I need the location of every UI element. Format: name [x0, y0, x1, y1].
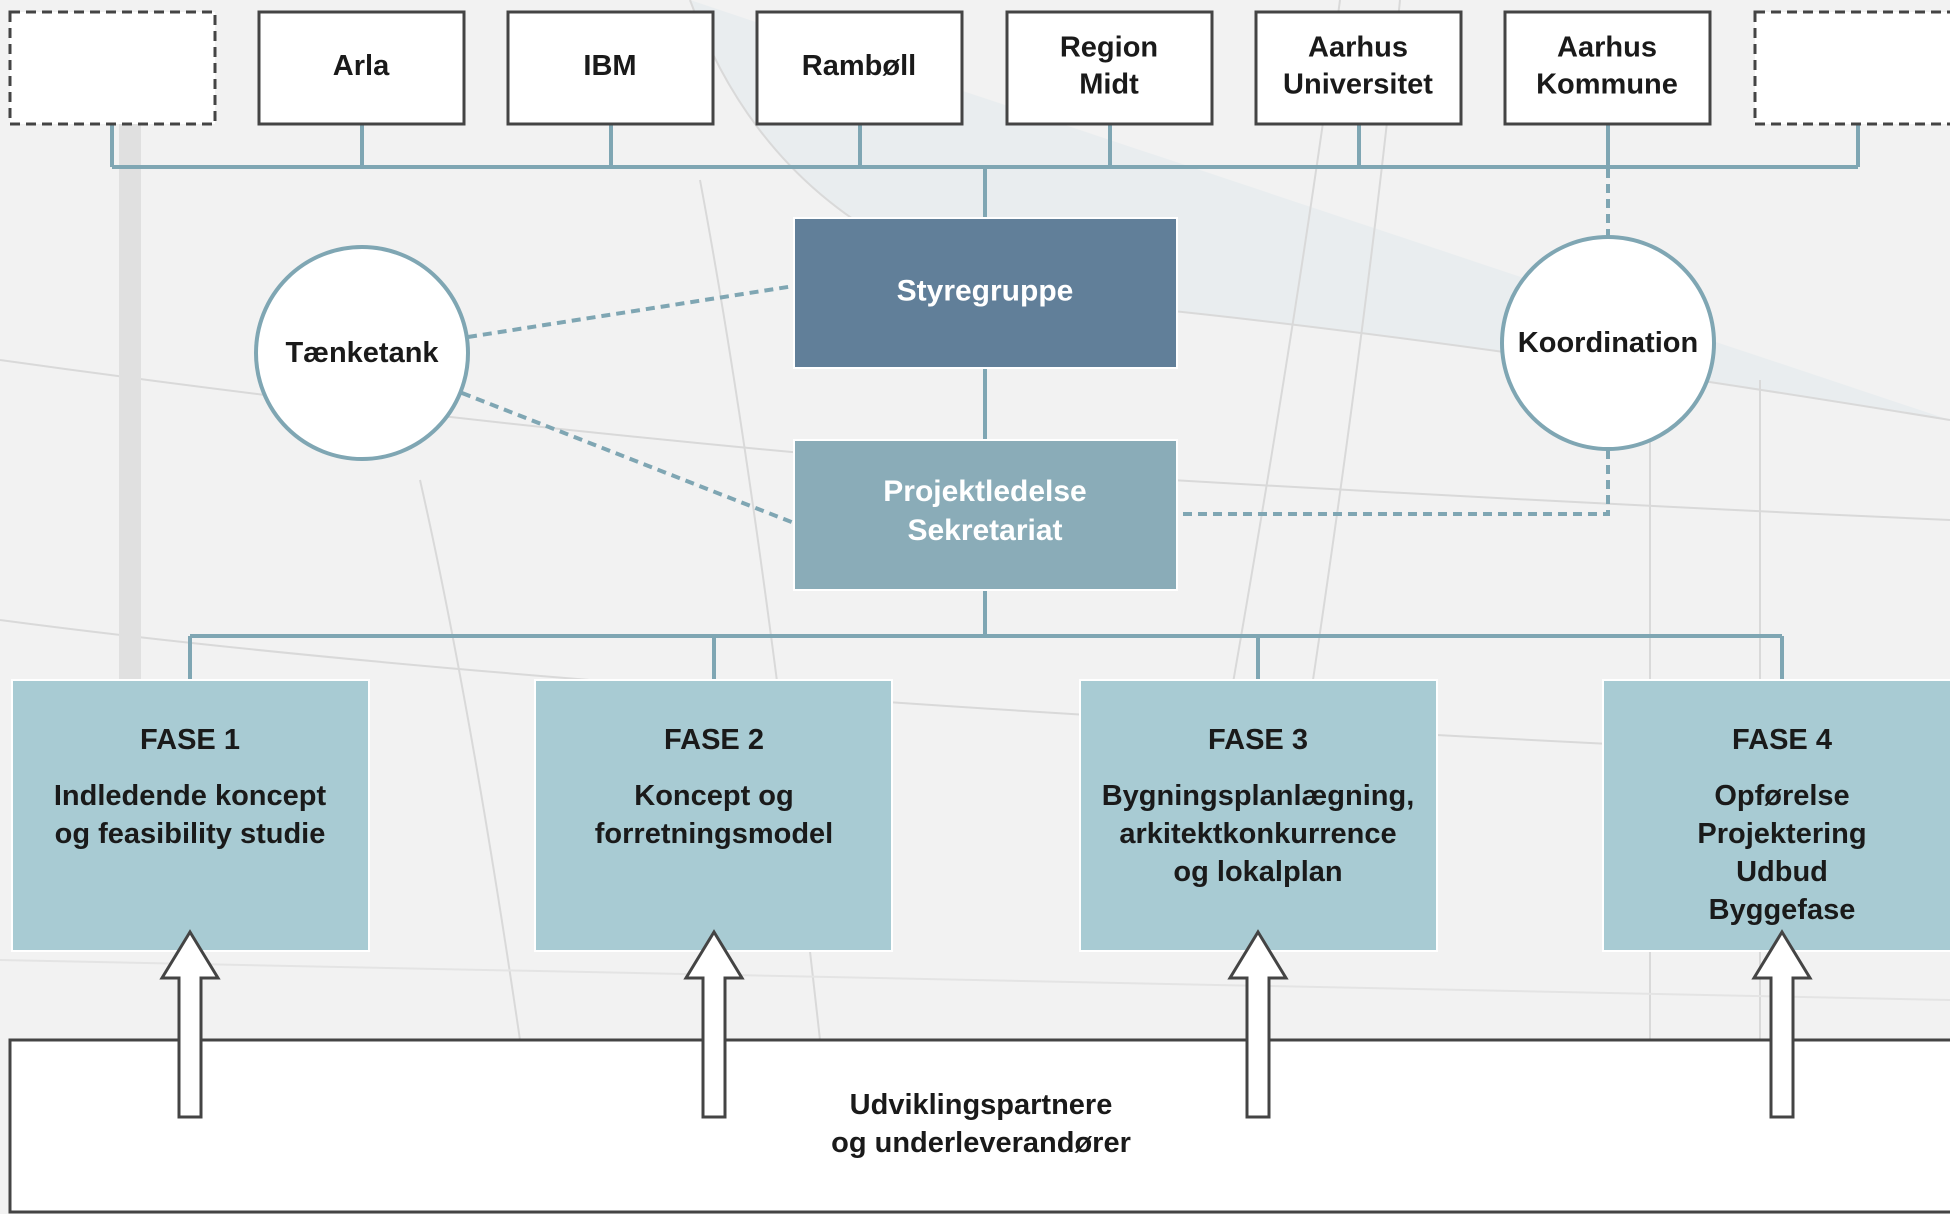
phase-box-frame	[11, 679, 370, 952]
partner-label: Arla	[333, 50, 390, 82]
steering-group-label: Styregruppe	[897, 275, 1074, 308]
phase-title: FASE 3	[1208, 724, 1308, 756]
coordination-circle: Koordination	[1500, 235, 1716, 451]
steering-group-box: Styregruppe	[793, 217, 1178, 369]
project-management-frame	[793, 439, 1178, 591]
think-tank-circle: Tænketank	[254, 245, 470, 461]
think-tank-circle-shape	[254, 245, 470, 461]
partner-label: Region	[1060, 32, 1158, 64]
partner-label: Rambøll	[802, 50, 916, 82]
phase-description-line: Projektering	[1697, 818, 1866, 850]
phase-description-line: Indledende koncept	[54, 780, 327, 812]
development-partners-box: Udviklingspartnere og underleverandører	[8, 1038, 1950, 1214]
coordination-management-link	[1179, 450, 1610, 516]
phase-2-box: FASE 2 Koncept og forretningsmodel	[534, 679, 893, 952]
up-arrow	[1751, 929, 1813, 1119]
phase-description-line: Opførelse	[1714, 780, 1849, 812]
coordination-label: Koordination	[1518, 327, 1698, 359]
phase-description-line: og feasibility studie	[55, 818, 326, 850]
partner-box-frame	[1005, 10, 1214, 126]
partner-box	[8, 10, 217, 126]
connector-lines	[110, 124, 1860, 680]
partner-label: Aarhus	[1308, 32, 1408, 64]
phase-box-frame	[534, 679, 893, 952]
partner-box-frame	[1254, 10, 1463, 126]
phase-description-line: Koncept og	[634, 780, 794, 812]
think-tank-steering-link	[467, 284, 795, 339]
steering-group-frame	[793, 217, 1178, 369]
phase-description-line: arkitektkonkurrence	[1119, 818, 1396, 850]
phase-4-box: FASE 4 OpførelseProjekteringUdbudByggefas…	[1602, 679, 1950, 952]
phase-1-box: FASE 1 Indledende koncept og feasibility s…	[11, 679, 370, 952]
development-partners-label: Udviklingspartnere	[850, 1089, 1113, 1121]
partner-box-frame	[1503, 10, 1712, 126]
up-arrow	[1227, 929, 1289, 1119]
phase-box-frame	[1602, 679, 1950, 952]
partner-box	[1753, 10, 1950, 126]
partner-box: Rambøll	[755, 10, 964, 126]
partner-label: Midt	[1079, 69, 1139, 101]
partner-box-frame	[755, 10, 964, 126]
partner-box-frame	[257, 10, 466, 126]
partner-label: Universitet	[1283, 69, 1433, 101]
phase-description-line: Udbud	[1736, 856, 1828, 888]
phase-description-line: og lokalplan	[1173, 856, 1342, 888]
placeholder-partner-box	[1753, 10, 1950, 126]
coordination-circle-shape	[1500, 235, 1716, 451]
think-tank-label: Tænketank	[285, 337, 439, 369]
project-management-label: Projektledelse	[883, 475, 1086, 508]
partner-box: Arla	[257, 10, 466, 126]
phase-title: FASE 4	[1732, 724, 1832, 756]
phase-box-frame	[1079, 679, 1438, 952]
phase-title: FASE 1	[140, 724, 240, 756]
development-partners-frame	[8, 1038, 1950, 1214]
phase-description-line: Byggefase	[1709, 894, 1856, 926]
partner-box-frame	[506, 10, 715, 126]
phase-description-line: forretningsmodel	[595, 818, 833, 850]
project-management-label: Sekretariat	[907, 514, 1062, 547]
partner-label: IBM	[583, 50, 636, 82]
development-partners-label: og underleverandører	[831, 1127, 1131, 1159]
placeholder-partner-box	[8, 10, 217, 126]
phase-description-line: Bygningsplanlægning,	[1102, 780, 1415, 812]
up-arrow	[159, 929, 221, 1119]
partner-label: Aarhus	[1557, 32, 1657, 64]
partner-label: Kommune	[1536, 69, 1678, 101]
partner-box: IBM	[506, 10, 715, 126]
phase-3-box: FASE 3 Bygningsplanlægning, arkitektkonkur…	[1079, 679, 1438, 952]
up-arrow	[683, 929, 745, 1119]
phase-title: FASE 2	[664, 724, 764, 756]
